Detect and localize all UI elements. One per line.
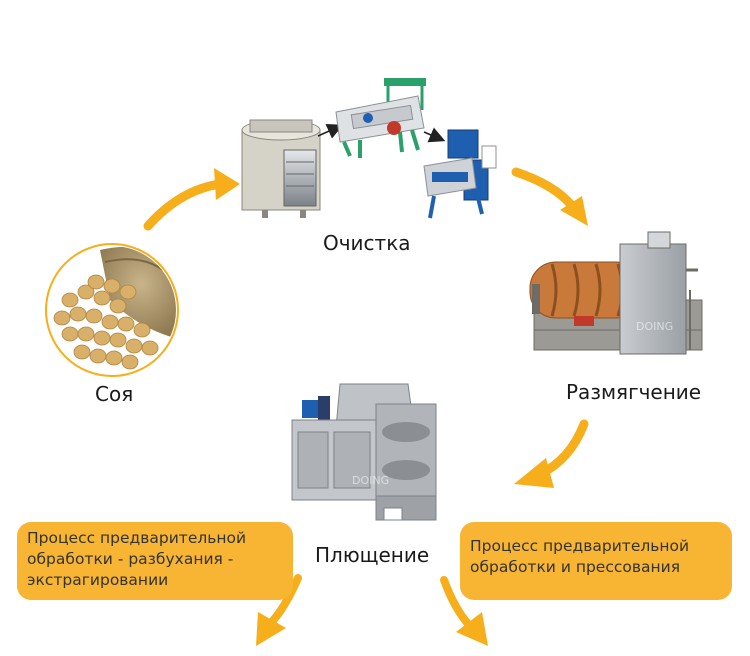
bubble-extraction-pretreatment: Процесс предварительной обработки - разб…	[17, 522, 293, 600]
bubble-pressing-pretreatment: Процесс предварительной обработки и прес…	[460, 522, 732, 600]
bubble-left-line-2: обработки - разбухания -	[27, 550, 234, 568]
bubble-right-line-2: обработки и прессования	[470, 558, 681, 576]
vibrating-screen-icon	[335, 78, 426, 158]
cleaning-machines-icon	[241, 78, 497, 219]
bubble-right-line-1: Процесс предварительной	[470, 537, 690, 555]
soybean-sack-icon	[45, 243, 179, 377]
flow-arrow-softening-to-flaking	[514, 419, 589, 488]
flow-arrow-cleaning-to-softening	[511, 167, 588, 226]
bubble-left-line-3: экстрагировании	[27, 571, 169, 589]
step-label-softening: Размягчение	[566, 380, 702, 404]
watermark-flaking: DOING	[352, 474, 389, 487]
cylinder-separator-icon	[241, 119, 321, 218]
step-label-flaking: Плющение	[315, 543, 430, 567]
rotary-conditioner-icon	[529, 231, 703, 355]
step-label-soy: Соя	[95, 382, 134, 406]
bubble-left-line-1: Процесс предварительной	[27, 529, 247, 547]
destoner-icon	[423, 129, 497, 219]
flow-arrow-soy-to-cleaning	[143, 168, 240, 231]
flow-arrow-left-bubble-down	[256, 574, 302, 646]
flaking-mill-icon	[291, 383, 437, 521]
step-label-cleaning: Очистка	[323, 231, 411, 255]
flow-arrow-right-bubble-down	[440, 576, 488, 646]
watermark-softening: DOING	[636, 320, 673, 333]
